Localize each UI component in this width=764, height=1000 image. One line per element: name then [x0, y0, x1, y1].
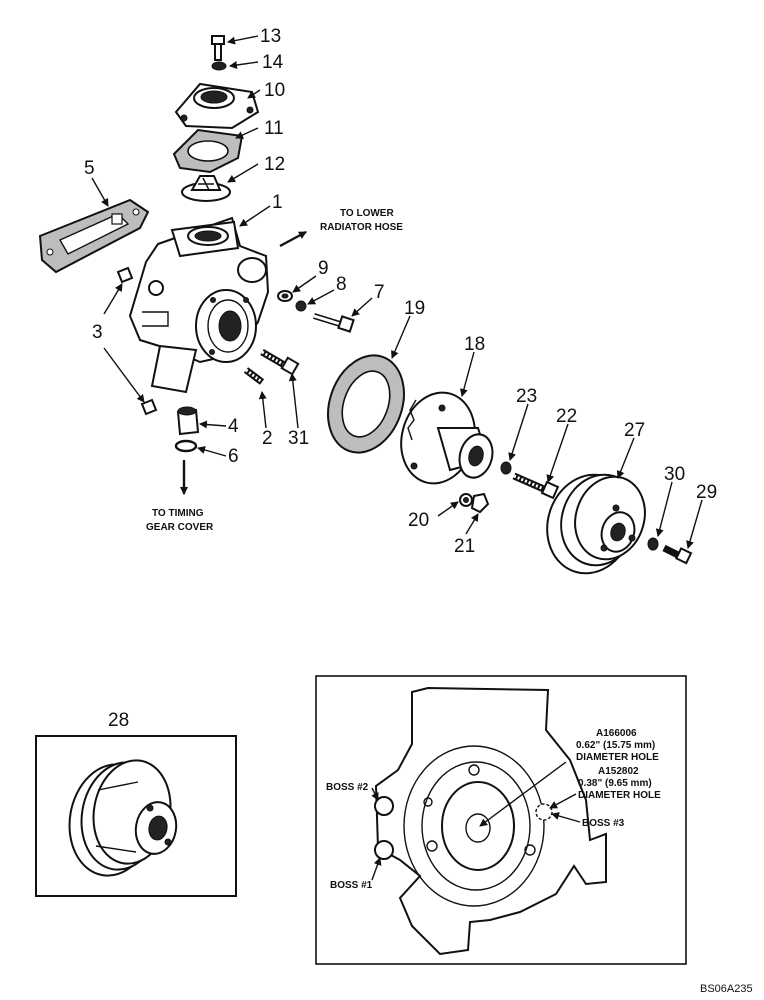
- pulley-assembly-28: [68, 759, 178, 877]
- gasket-5: [38, 198, 150, 274]
- callout-14: 14: [262, 52, 284, 73]
- callout-19: 19: [404, 298, 425, 319]
- callout-3: 3: [92, 322, 103, 343]
- callout-8: 8: [336, 274, 347, 295]
- callout-6: 6: [228, 446, 239, 467]
- hole-a-part: A166006: [596, 728, 637, 739]
- hole-b-desc: DIAMETER HOLE: [578, 790, 661, 801]
- boss-3-label: BOSS #3: [582, 818, 625, 829]
- impeller-hub-18: [400, 391, 494, 485]
- reference-code: BS06A235: [700, 983, 753, 995]
- plug-3-lower: [140, 398, 158, 416]
- callout-9: 9: [318, 258, 329, 279]
- bolt-7: [313, 313, 355, 333]
- bolt-29: [662, 544, 693, 565]
- outlet-elbow-10: [174, 82, 260, 130]
- o-ring-6: [174, 439, 198, 453]
- callout-11: 11: [264, 118, 284, 139]
- callout-18: 18: [464, 334, 485, 355]
- bolt-31: [260, 348, 300, 376]
- callout-30: 30: [664, 464, 685, 485]
- callout-1: 1: [272, 192, 283, 213]
- callout-13: 13: [260, 26, 281, 47]
- thermostat-12: [181, 175, 231, 202]
- callout-20: 20: [408, 510, 429, 531]
- plug-3-upper: [116, 266, 134, 284]
- note-timing-line1: TO TIMING: [152, 508, 204, 519]
- callout-12: 12: [264, 154, 285, 175]
- callout-28: 28: [108, 710, 129, 731]
- note-timing-line2: GEAR COVER: [146, 522, 214, 533]
- bolt-22: [512, 472, 560, 500]
- callout-22: 22: [556, 406, 577, 427]
- callout-27: 27: [624, 420, 645, 441]
- washer-8: [295, 300, 307, 312]
- stud-2: [243, 367, 265, 385]
- washer-20: [459, 493, 473, 507]
- callout-4: 4: [228, 416, 239, 437]
- callout-31: 31: [288, 428, 309, 449]
- callout-7: 7: [374, 282, 385, 303]
- washer-23: [500, 461, 512, 475]
- hole-a-size: 0.62" (15.75 mm): [576, 740, 655, 751]
- pump-body-1: [128, 216, 270, 394]
- callout-21: 21: [454, 536, 475, 557]
- bolt-13: [211, 35, 225, 61]
- pump-face-detail: [374, 686, 607, 956]
- pulley-27: [546, 473, 646, 575]
- callout-29: 29: [696, 482, 717, 503]
- fitting-4: [176, 406, 200, 436]
- note-radiator-line1: TO LOWER: [340, 208, 394, 219]
- note-radiator-line2: RADIATOR HOSE: [320, 222, 403, 233]
- hole-a-desc: DIAMETER HOLE: [576, 752, 659, 763]
- hole-b-part: A152802: [598, 766, 639, 777]
- washer-30: [647, 537, 659, 551]
- washer-14: [211, 61, 227, 71]
- hole-b-size: 0.38" (9.65 mm): [578, 778, 652, 789]
- washer-9: [277, 290, 293, 302]
- gasket-19: [327, 354, 405, 454]
- callout-2: 2: [262, 428, 273, 449]
- callout-10: 10: [264, 80, 285, 101]
- nut-21: [470, 492, 490, 514]
- gasket-11: [172, 128, 244, 174]
- boss-2-label: BOSS #2: [326, 782, 369, 793]
- boss-1-label: BOSS #1: [330, 880, 373, 891]
- callout-23: 23: [516, 386, 537, 407]
- callout-5: 5: [84, 158, 95, 179]
